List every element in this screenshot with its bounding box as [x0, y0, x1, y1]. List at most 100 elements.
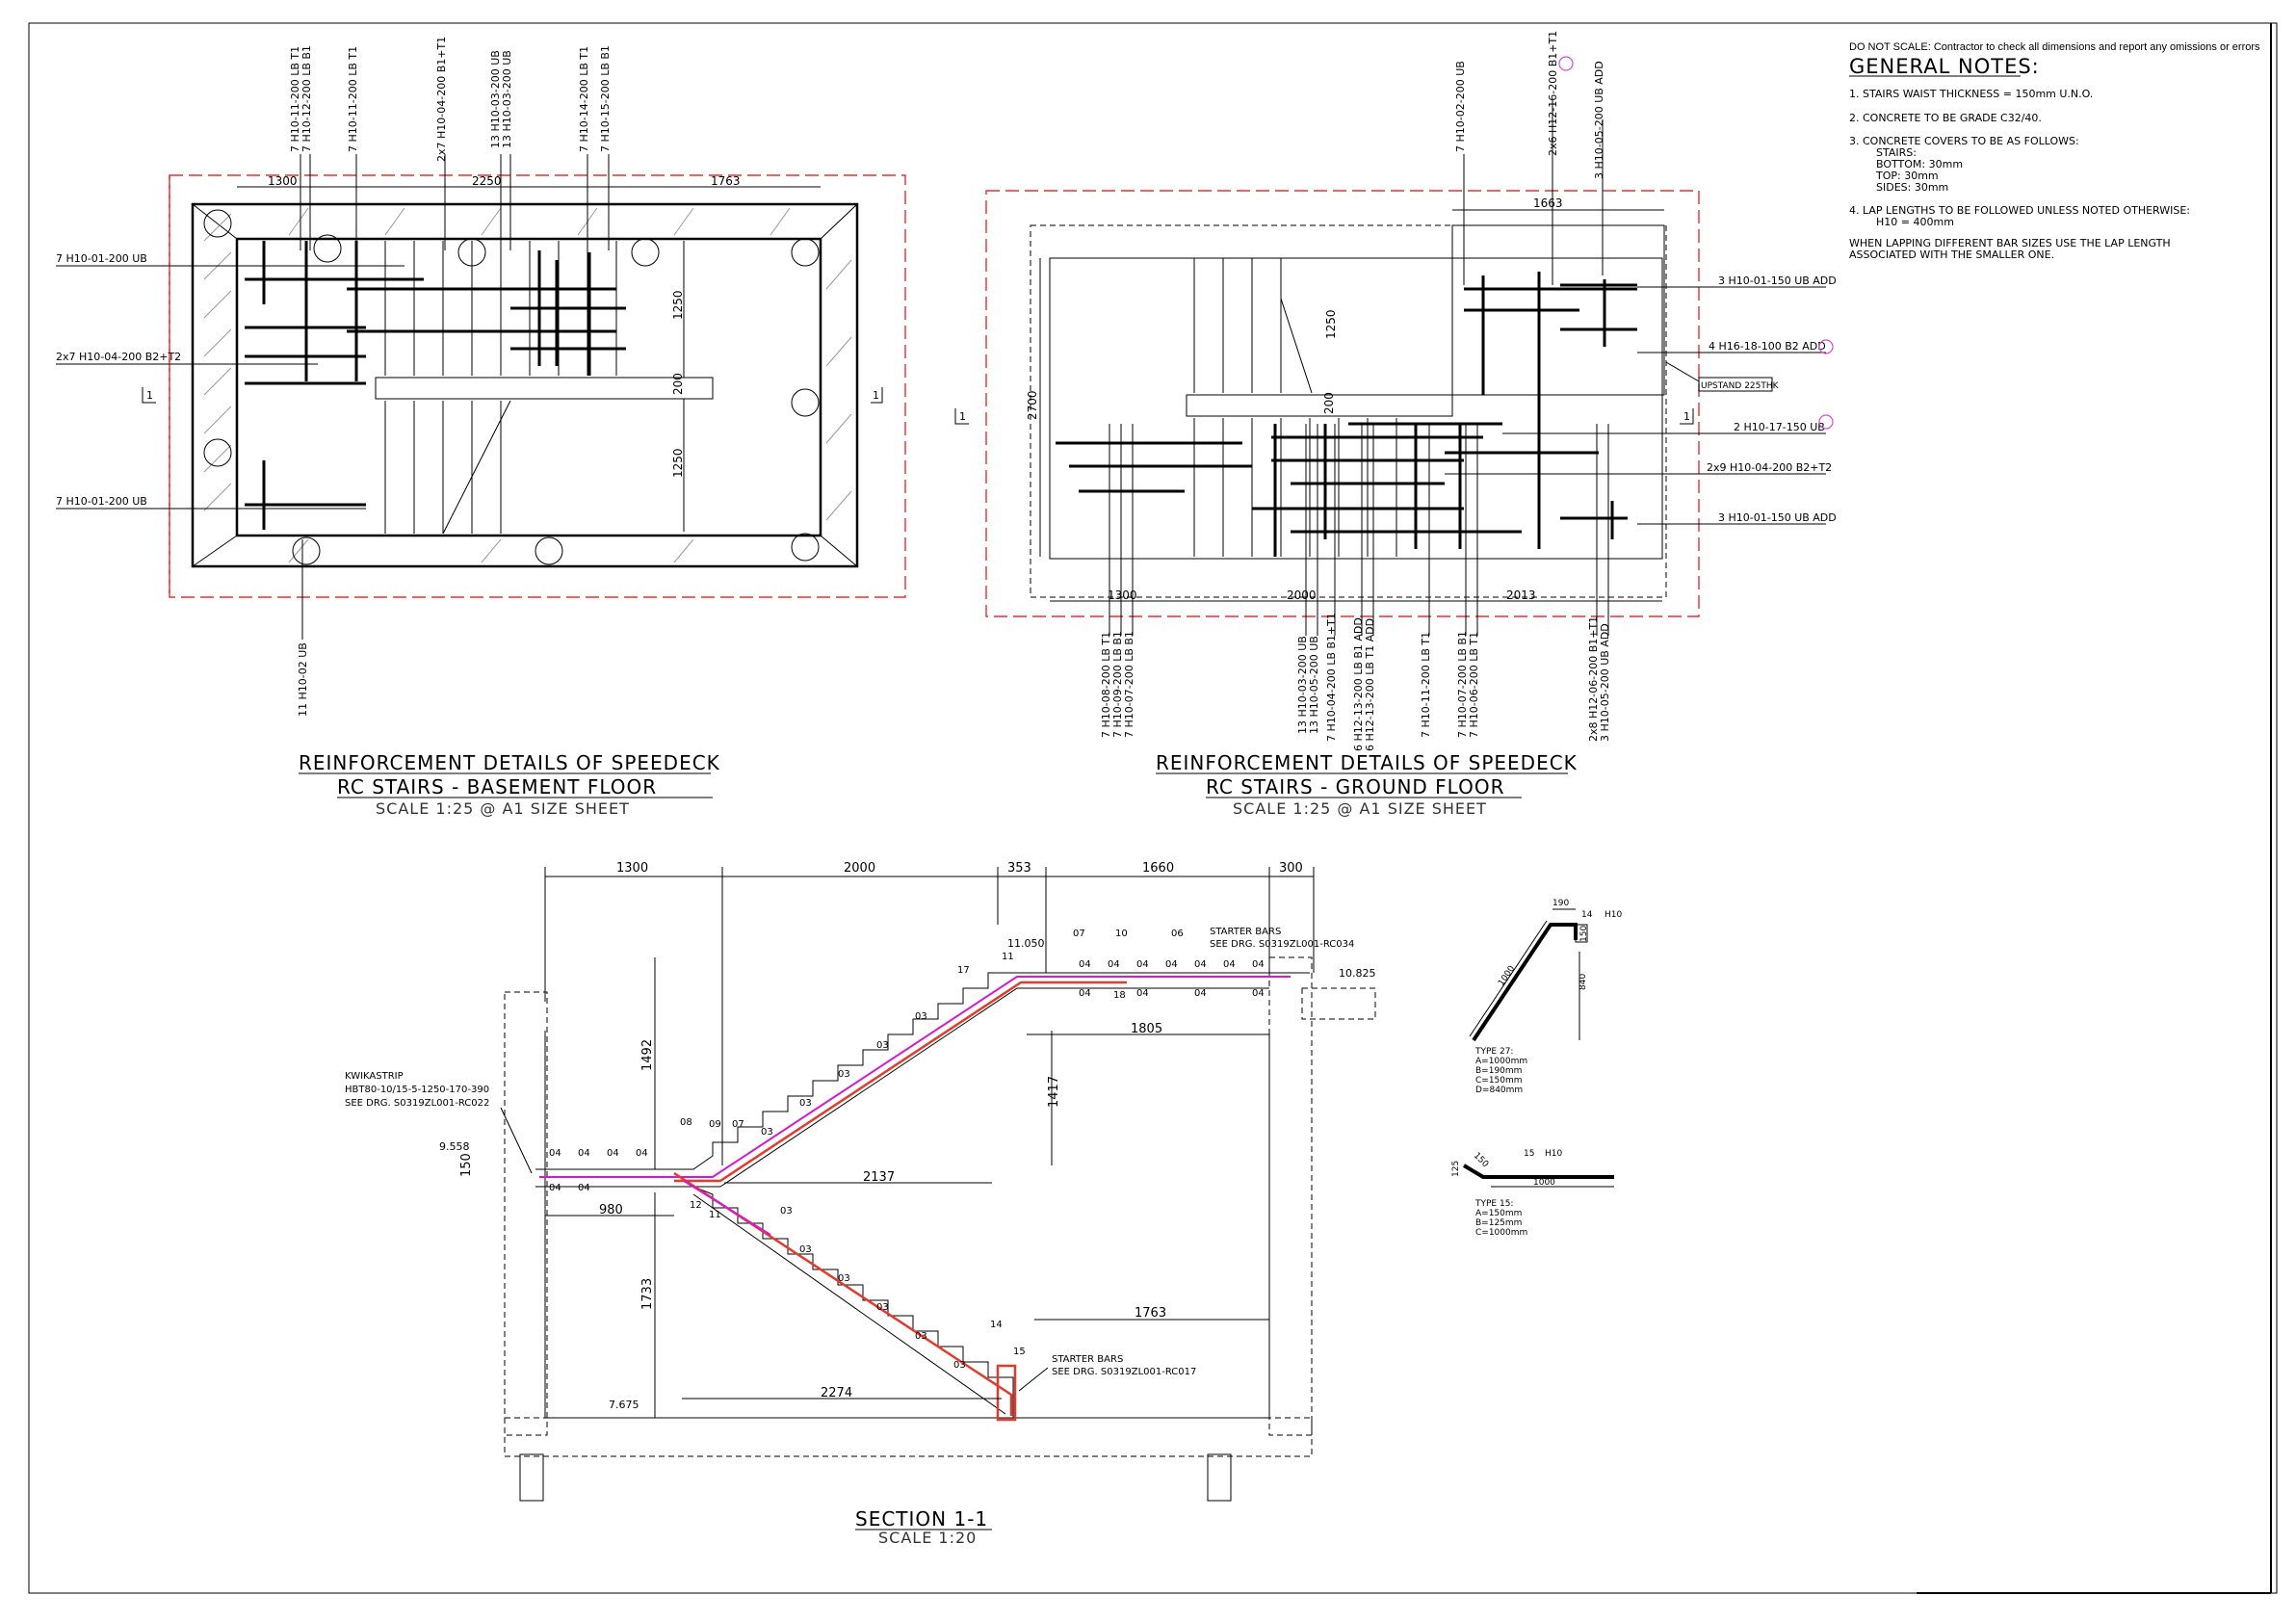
- basement-dim-1250a: 1250: [671, 290, 685, 320]
- svg-text:09: 09: [709, 1119, 721, 1130]
- svg-text:190: 190: [1552, 899, 1569, 908]
- basement-dim-2250: 2250: [472, 174, 502, 188]
- basement-top-label-8: 7 H10-15-200 LB B1: [599, 45, 612, 152]
- revision-cloud-marker: [1558, 56, 1574, 71]
- ground-section-marker-left: 1: [959, 410, 966, 423]
- section-dim-980: 980: [599, 1203, 623, 1217]
- ground-bottom-label-11: 7 H10-06-200 LB T1: [1468, 632, 1480, 738]
- starter-bars-bottom-ref: SEE DRG. S0319ZL001-RC017: [1052, 1367, 1196, 1377]
- ground-bottom-label-5: 13 H10-05-200 UB: [1308, 636, 1320, 734]
- svg-text:04: 04: [1079, 988, 1091, 999]
- bar-type-15-detail: 1000 15 H10 125 150 TYPE 15: A=150mm B=1…: [1451, 1149, 1614, 1238]
- svg-text:D=840mm: D=840mm: [1475, 1086, 1523, 1095]
- ground-dim-1663: 1663: [1533, 196, 1563, 210]
- basement-title-line1: REINFORCEMENT DETAILS OF SPEEDECK: [299, 751, 720, 774]
- section-title: SECTION 1-1: [855, 1507, 988, 1530]
- svg-text:03: 03: [761, 1127, 773, 1138]
- kwikastrip-ref: SEE DRG. S0319ZL001-RC022: [345, 1098, 489, 1109]
- svg-text:03: 03: [838, 1069, 850, 1080]
- svg-text:04: 04: [1136, 988, 1149, 999]
- svg-text:11: 11: [709, 1210, 721, 1220]
- svg-text:04: 04: [549, 1183, 561, 1193]
- ground-top-label-3: 3 H10-05-200 UB ADD: [1593, 61, 1605, 179]
- ground-bottom-label-3: 7 H10-07-200 LB B1: [1123, 631, 1135, 738]
- svg-text:150: 150: [1579, 926, 1589, 942]
- ground-right-label-3: 2 H10-17-150 UB: [1734, 421, 1825, 433]
- svg-text:18: 18: [1113, 990, 1126, 1001]
- svg-text:04: 04: [1136, 959, 1149, 970]
- svg-text:03: 03: [780, 1206, 793, 1216]
- svg-text:07: 07: [732, 1119, 744, 1130]
- section-dim-2274: 2274: [821, 1386, 852, 1400]
- svg-text:125: 125: [1451, 1161, 1461, 1177]
- ground-dim-2000: 2000: [1287, 589, 1317, 602]
- ground-bottom-label-8: 6 H12-13-200 LB T1 ADD: [1364, 618, 1376, 751]
- type15-label: TYPE 15:: [1474, 1199, 1513, 1209]
- svg-text:04: 04: [1194, 959, 1207, 970]
- ground-wall: [1049, 257, 1663, 560]
- ground-top-label-1: 7 H10-02-200 UB: [1454, 61, 1467, 152]
- svg-text:C=1000mm: C=1000mm: [1475, 1228, 1527, 1238]
- note-2: 2. CONCRETE TO BE GRADE C32/40.: [1849, 112, 2042, 124]
- ground-bottom-label-13: 3 H10-05-200 UB ADD: [1599, 623, 1611, 742]
- ground-bottom-label-10: 7 H10-07-200 LB B1: [1456, 631, 1469, 738]
- svg-text:03: 03: [876, 1040, 889, 1051]
- level-9558: 9.558: [439, 1140, 470, 1153]
- ground-floor-plan: 1663 2700 1250 200 1300 2000 2013 7 H10-…: [954, 31, 1837, 818]
- svg-text:03: 03: [799, 1244, 812, 1255]
- svg-text:06: 06: [1171, 929, 1184, 939]
- svg-text:12: 12: [690, 1200, 702, 1211]
- svg-text:H10: H10: [1605, 910, 1622, 920]
- top-rebar-red: [674, 981, 1127, 1183]
- upper-flight-profile: [535, 972, 1310, 1170]
- section-scale: SCALE 1:20: [878, 1529, 977, 1547]
- basement-top-label-3: 7 H10-11-200 LB T1: [347, 46, 359, 152]
- basement-landing: [375, 377, 714, 400]
- svg-text:15: 15: [1524, 1149, 1534, 1159]
- ground-dim-1250: 1250: [1324, 309, 1338, 339]
- note-5b: ASSOCIATED WITH THE SMALLER ONE.: [1849, 249, 2054, 261]
- note-3-sides: SIDES: 30mm: [1876, 181, 1948, 194]
- basement-dim-1763: 1763: [711, 174, 741, 188]
- sheet-border: [28, 22, 2278, 1594]
- section-base-slab: [504, 1417, 1313, 1457]
- basement-top-label-2: 7 H10-12-200 LB B1: [300, 45, 313, 152]
- ground-title-line1: REINFORCEMENT DETAILS OF SPEEDECK: [1156, 751, 1578, 774]
- bar-marks: 04 04 04 04 04 04 04 04 04 04 04 04 04 0…: [549, 929, 1265, 1371]
- ground-section-marker-right: 1: [1683, 410, 1690, 423]
- basement-left-label-2: 2x7 H10-04-200 B2+T2: [56, 351, 181, 363]
- svg-text:A=1000mm: A=1000mm: [1475, 1057, 1527, 1066]
- basement-dim-1300: 1300: [268, 174, 298, 188]
- basement-top-label-6: 13 H10-03-200 UB: [501, 50, 513, 148]
- svg-text:08: 08: [680, 1117, 692, 1128]
- kwikastrip-label: KWIKASTRIP: [345, 1071, 404, 1082]
- svg-text:11: 11: [1002, 952, 1014, 962]
- section-left-wall: [504, 991, 548, 1436]
- svg-text:04: 04: [1252, 988, 1265, 999]
- svg-text:A=150mm: A=150mm: [1475, 1209, 1522, 1218]
- bar-type-27-detail: 190 14 H10 150 1000 840 TYPE 27: A=1000m…: [1469, 899, 1622, 1095]
- svg-text:14: 14: [1581, 910, 1593, 920]
- basement-dim-1250b: 1250: [671, 448, 685, 478]
- basement-bottom-label: 11 H10-02 UB: [297, 642, 309, 717]
- basement-left-label-1: 7 H10-01-200 UB: [56, 252, 147, 265]
- basement-floor-plan: 1300 2250 1763 1250 200 1250 7 H10-11-20…: [56, 37, 906, 818]
- basement-scale: SCALE 1:25 @ A1 SIZE SHEET: [376, 799, 630, 818]
- svg-text:03: 03: [876, 1302, 889, 1313]
- ground-bottom-label-7: 6 H12-13-200 LB B1 ADD: [1352, 617, 1365, 751]
- svg-text:07: 07: [1073, 929, 1085, 939]
- section-dim-1492: 1492: [640, 1039, 655, 1071]
- section-dim-1300: 1300: [616, 861, 648, 876]
- svg-text:1000: 1000: [1533, 1178, 1555, 1188]
- note-3-bottom: BOTTOM: 30mm: [1876, 158, 1963, 170]
- section-dim-2137: 2137: [863, 1170, 895, 1185]
- basement-section-marker-right: 1: [873, 389, 879, 402]
- ground-bottom-label-4: 13 H10-03-200 UB: [1296, 636, 1309, 734]
- section-dim-2000: 2000: [844, 861, 875, 876]
- ground-right-label-1: 3 H10-01-150 UB ADD: [1718, 275, 1837, 287]
- svg-text:03: 03: [915, 1331, 927, 1342]
- basement-dim-200: 200: [671, 373, 685, 395]
- section-dim-1660: 1660: [1142, 861, 1174, 876]
- svg-text:04: 04: [1194, 988, 1207, 999]
